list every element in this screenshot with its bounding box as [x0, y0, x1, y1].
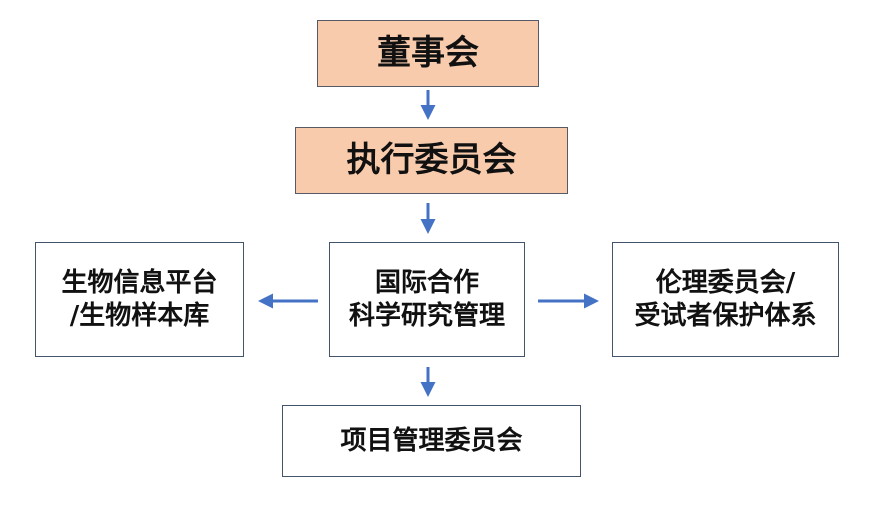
project-committee-label: 项目管理委员会 — [340, 425, 523, 456]
left-label-line-1: 生物信息平台 — [61, 268, 218, 298]
board-node: 董事会 — [317, 20, 539, 87]
right-label-line-2: 受试者保护体系 — [634, 300, 817, 331]
board-label: 董事会 — [377, 33, 479, 74]
center-node: 国际合作 科学研究管理 — [329, 242, 525, 357]
center-label-line-2: 科学研究管理 — [348, 300, 505, 331]
right-label-line-1: 伦理委员会/ — [655, 268, 796, 298]
center-label-line-1: 国际合作 — [374, 268, 479, 298]
executive-committee-node: 执行委员会 — [295, 127, 568, 194]
executive-committee-label: 执行委员会 — [346, 140, 517, 181]
right-node: 伦理委员会/ 受试者保护体系 — [612, 242, 839, 357]
project-committee-node: 项目管理委员会 — [282, 405, 581, 477]
left-node: 生物信息平台 /生物样本库 — [35, 242, 244, 357]
left-label-line-2: /生物样本库 — [69, 300, 210, 331]
